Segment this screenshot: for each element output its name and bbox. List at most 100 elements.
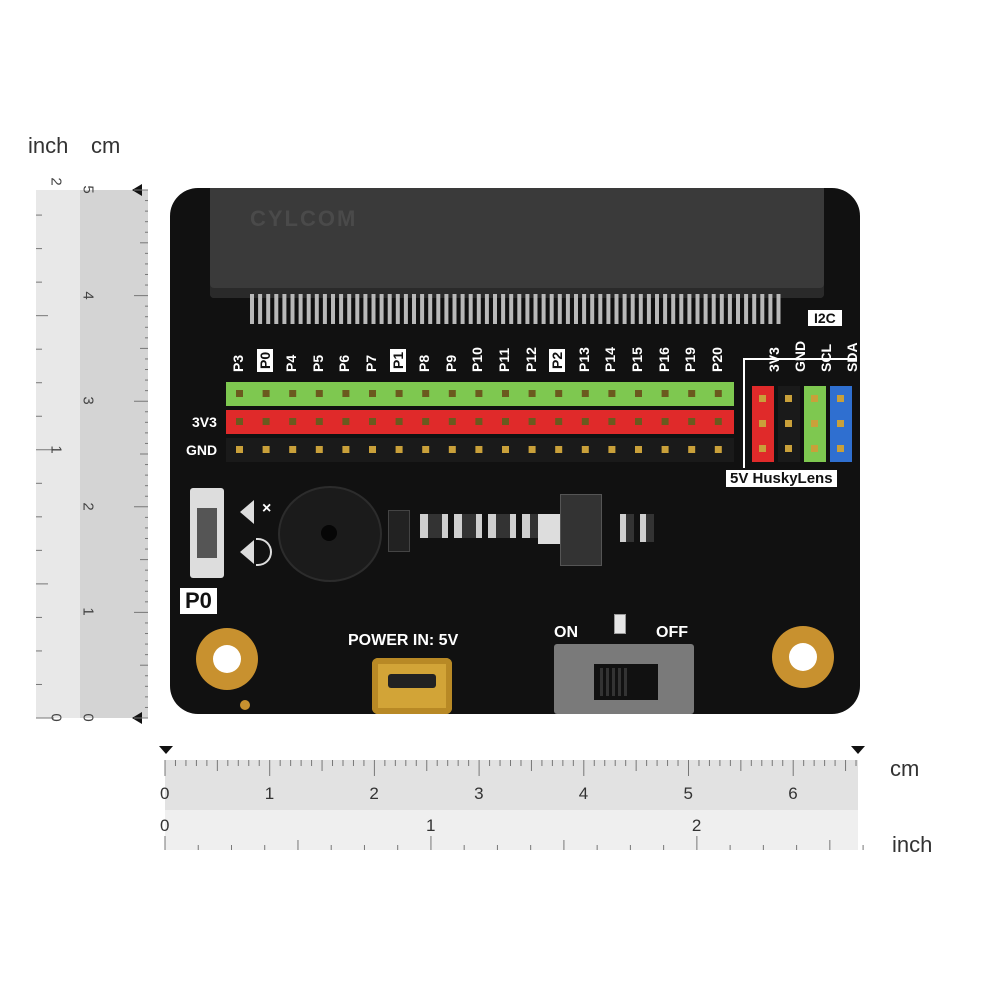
header-pin — [422, 418, 430, 425]
ruler-inch-number: 0 — [47, 713, 65, 722]
header-pin — [395, 390, 403, 397]
connector-pin — [493, 294, 497, 324]
gpio-label: P2 — [549, 348, 566, 372]
connector-pin — [711, 294, 716, 324]
header-pin — [661, 446, 669, 453]
header-pin — [528, 446, 536, 453]
i2c-header-pin — [837, 445, 844, 452]
via-dot — [240, 700, 250, 710]
ruler-cm-number: 6 — [788, 784, 798, 803]
connector-pin — [679, 294, 684, 324]
connector-pin — [646, 294, 651, 324]
header-pin — [608, 418, 616, 425]
ruler-unit-inch: inch — [28, 133, 69, 158]
header-pin — [528, 418, 536, 425]
connector-pin — [744, 294, 749, 324]
i2c-header-pin — [759, 395, 766, 402]
connector-pin — [403, 294, 408, 324]
connector-pin — [298, 294, 303, 324]
i2c-footer-label: 5V HuskyLens — [726, 470, 837, 487]
row-label-gnd: GND — [186, 442, 218, 458]
ruler-cm-number: 5 — [683, 784, 693, 803]
ruler-cm-number: 2 — [369, 784, 379, 803]
header-pin — [315, 418, 323, 425]
gpio-label: P13 — [575, 347, 592, 372]
on-label: ON — [554, 624, 578, 641]
connector-pin — [314, 294, 319, 324]
gpio-label: P14 — [602, 347, 619, 372]
connector-pin — [606, 294, 611, 324]
ruler-inch-number: 0 — [160, 816, 170, 835]
ruler-inch-number: 1 — [425, 816, 436, 835]
header-pin — [395, 446, 403, 453]
header-pin — [289, 390, 297, 397]
connector-pin — [339, 294, 344, 324]
i2c-header-pin — [811, 420, 818, 427]
header-pin — [661, 390, 669, 397]
ruler-cm-number: 1 — [79, 607, 97, 617]
connector-pin — [549, 294, 554, 324]
i2c-header-pin — [785, 395, 792, 402]
gpio-label: P15 — [629, 347, 645, 372]
gpio-label: P8 — [416, 354, 433, 372]
ruler-cm-number: 1 — [264, 784, 275, 803]
header-pin — [688, 390, 696, 397]
gpio-label: P7 — [363, 354, 379, 372]
header-pin — [714, 390, 722, 397]
connector-pin — [663, 294, 668, 324]
connector-pin — [460, 294, 465, 324]
i2c-header-pin — [837, 395, 844, 402]
i2c-header — [752, 386, 852, 462]
horizontal-ruler — [159, 746, 865, 850]
connector-pin — [582, 294, 587, 324]
ruler-cm-number: 2 — [79, 502, 97, 511]
header-pin — [555, 446, 563, 453]
i2c-header-pin — [837, 420, 844, 427]
header-pin — [475, 446, 483, 453]
gpio-label: P11 — [496, 347, 512, 372]
connector-pin — [768, 294, 773, 324]
connector-pin — [306, 294, 311, 324]
connector-pin — [598, 294, 603, 324]
ruler-cm-number: 4 — [578, 784, 589, 803]
connector-pin — [347, 294, 352, 324]
connector-pin — [436, 294, 441, 324]
connector-pin — [719, 294, 724, 324]
diode — [388, 510, 410, 552]
i2c-header-pin — [785, 445, 792, 452]
ruler-unit-cm: cm — [91, 133, 121, 158]
connector-brand: CYLCOM — [250, 206, 358, 231]
connector-pin — [250, 294, 254, 324]
connector-pin — [501, 294, 506, 324]
connector-pin — [484, 294, 489, 324]
connector-pin — [630, 294, 635, 324]
row-label-3v3: 3V3 — [192, 414, 217, 430]
p0-slide-switch[interactable] — [190, 488, 224, 578]
connector-pin — [420, 294, 425, 324]
header-pin — [236, 446, 243, 453]
connector-pin — [533, 294, 538, 324]
header-pin — [528, 390, 536, 397]
connector-pin — [444, 294, 449, 324]
header-pin — [555, 390, 563, 397]
power-led — [614, 614, 626, 634]
header-pin — [475, 418, 483, 425]
connector-pin — [258, 294, 263, 324]
connector-pin — [760, 294, 765, 324]
i2c-header-pin — [759, 420, 766, 427]
header-pin — [581, 390, 589, 397]
gpio-label: P10 — [469, 347, 486, 372]
vertical-ruler — [36, 184, 148, 724]
connector-pin — [687, 294, 692, 324]
header-pin — [581, 446, 589, 453]
connector-pin — [387, 294, 392, 324]
header-pin — [289, 418, 297, 425]
ruler-inch-number: 2 — [691, 816, 702, 835]
connector-pin — [776, 294, 781, 324]
header-pin — [289, 446, 297, 453]
micro-usb-port[interactable] — [372, 658, 452, 714]
ruler-cm-number: 4 — [79, 290, 97, 300]
power-switch[interactable] — [554, 644, 694, 714]
connector-pin — [525, 294, 530, 324]
gpio-label: P9 — [442, 354, 459, 372]
